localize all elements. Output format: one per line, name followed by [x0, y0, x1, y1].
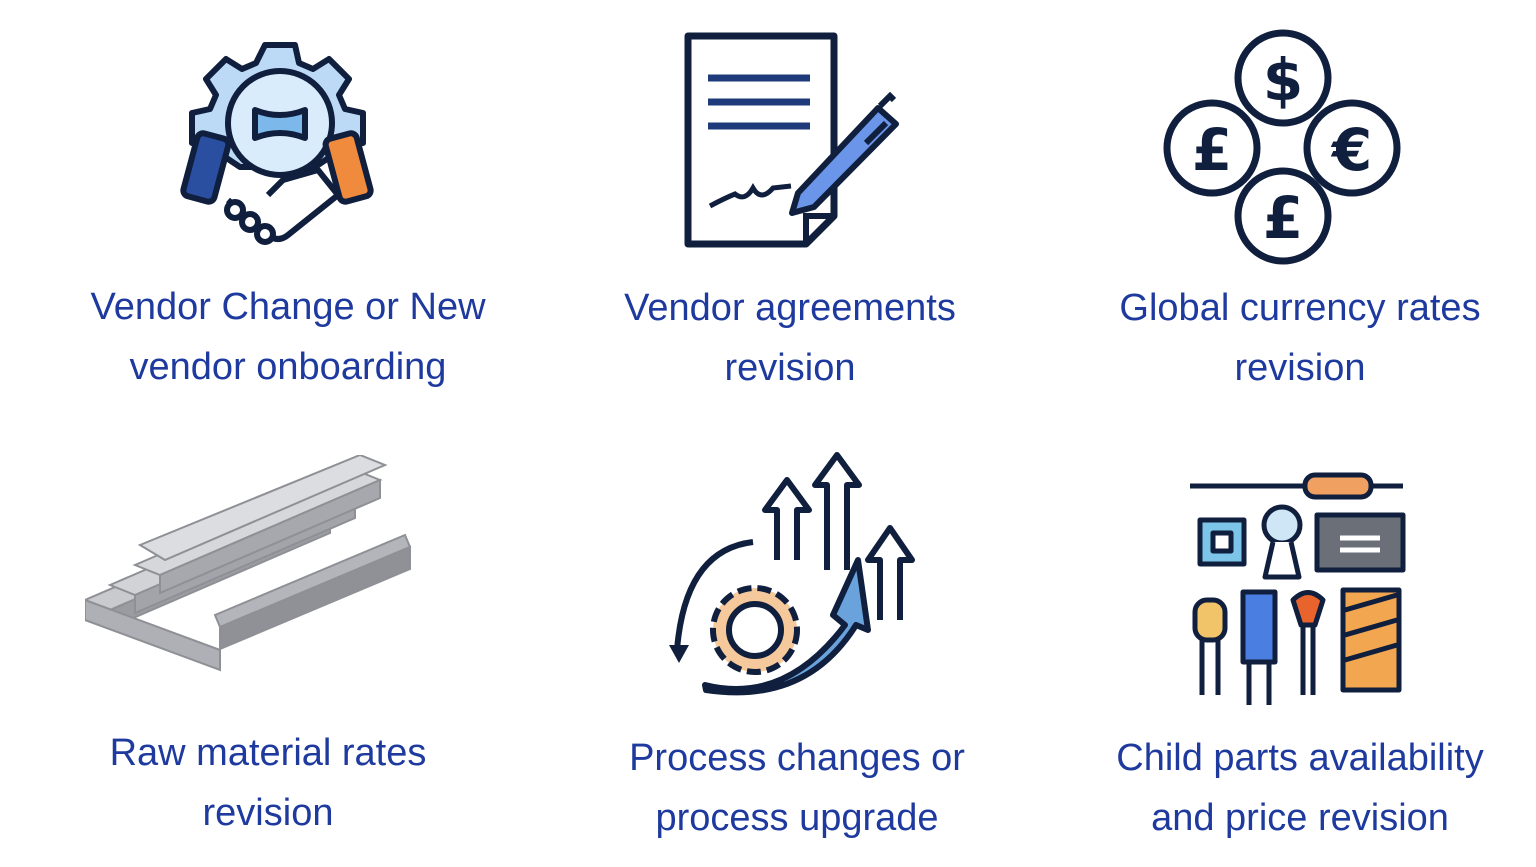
dollar-symbol: $ — [1263, 46, 1303, 114]
steel-beams-icon — [85, 455, 412, 672]
label-line: Process changes or — [629, 737, 965, 779]
item-label-vendor-change: Vendor Change or New vendor onboarding — [28, 277, 548, 397]
handshake-gear-icon — [180, 42, 374, 245]
label-line: revision — [202, 792, 334, 834]
label-line: and price revision — [1151, 797, 1449, 839]
label-line: Vendor Change or New — [90, 286, 486, 328]
label-line: vendor onboarding — [129, 346, 447, 388]
item-label-child-parts: Child parts availability and price revis… — [1040, 728, 1536, 848]
euro-symbol: € — [1330, 116, 1372, 184]
label-line: process upgrade — [655, 797, 939, 839]
label-line: Global currency rates — [1119, 287, 1481, 329]
electronic-components-icon — [1190, 472, 1406, 705]
process-upgrade-icon — [669, 452, 915, 696]
signed-document-icon — [684, 32, 899, 248]
label-line: revision — [724, 347, 856, 389]
pound-symbol: £ — [1263, 184, 1303, 252]
item-label-vendor-agreements: Vendor agreements revision — [530, 278, 1050, 398]
item-label-raw-material: Raw material rates revision — [8, 723, 528, 843]
label-line: Vendor agreements — [624, 287, 956, 329]
item-label-process-changes: Process changes or process upgrade — [537, 728, 1057, 848]
item-label-currency-rates: Global currency rates revision — [1040, 278, 1536, 398]
currency-exchange-icon: $ £ € £ — [1163, 29, 1401, 265]
pound-symbol: £ — [1192, 116, 1232, 184]
label-line: Child parts availability — [1116, 737, 1484, 779]
label-line: revision — [1234, 347, 1366, 389]
label-line: Raw material rates — [109, 732, 427, 774]
